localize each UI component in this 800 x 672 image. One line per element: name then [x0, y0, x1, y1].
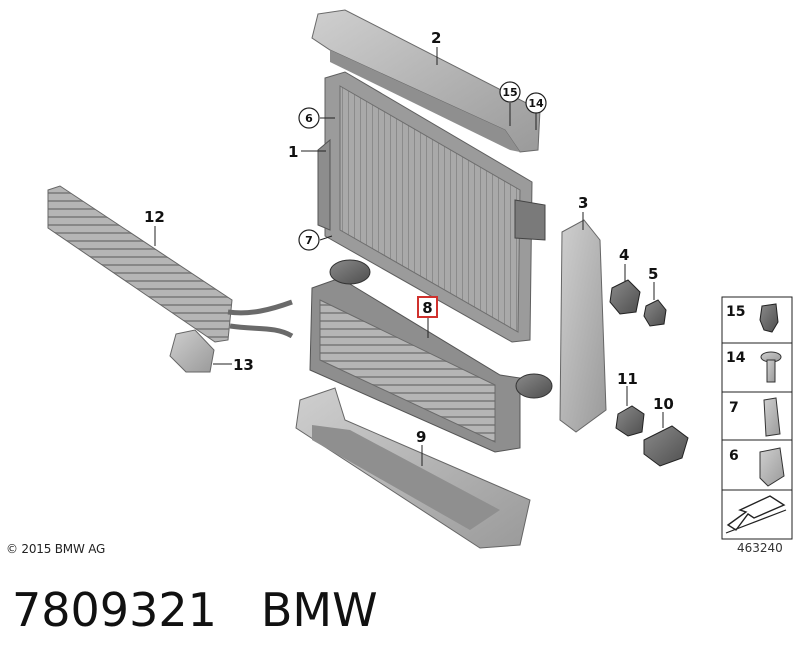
callout-1: 1 [288, 143, 298, 161]
small-parts-legend: 15 14 7 6 [721, 296, 793, 540]
callout-14: 14 [528, 97, 544, 110]
legend-row-15: 15 [726, 303, 779, 333]
part-9-lower-guide [295, 387, 531, 549]
copyright-notice: © 2015 BMW AG [6, 542, 106, 556]
legend-row-14: 14 [726, 350, 782, 383]
diagram-id: 463240 [737, 541, 783, 555]
leader-lines [154, 47, 664, 466]
legend-row-6: 6 [729, 447, 785, 487]
callout-4: 4 [619, 246, 629, 264]
callout-13: 13 [233, 356, 254, 374]
callout-7-circle: 7 [298, 229, 320, 251]
part-13-bracket [169, 329, 215, 373]
spring-clip-icon [763, 397, 781, 437]
screw-icon [760, 351, 782, 383]
callout-7: 7 [305, 234, 313, 247]
callout-6-circle: 6 [298, 107, 320, 129]
callout-8: 8 [422, 299, 432, 317]
callout-10: 10 [653, 395, 674, 413]
callout-12: 12 [144, 208, 165, 226]
part-5-rubber-mount [643, 299, 667, 327]
bracket-clip-icon [759, 447, 785, 487]
legend-label-6: 6 [729, 448, 739, 464]
callout-9: 9 [416, 428, 426, 446]
part-1-radiator [317, 71, 546, 343]
part-4-rubber-mount [609, 279, 641, 315]
callout-5: 5 [648, 265, 658, 283]
legend-row-7: 7 [729, 397, 781, 437]
legend-label-14: 14 [726, 350, 746, 366]
callout-15-circle: 15 [499, 81, 521, 103]
callout-11: 11 [617, 370, 638, 388]
part-11-rubber-mount [615, 405, 645, 437]
part-number: 7809321 [12, 583, 217, 637]
footer-caption: 7809321 BMW [12, 583, 378, 637]
part-8-intercooler [309, 259, 553, 453]
part-2-top-cover [311, 9, 541, 153]
direction-arrow-icon [725, 495, 787, 534]
callout-6: 6 [305, 112, 313, 125]
callout-3: 3 [578, 194, 588, 212]
part-3-side-bracket [559, 219, 607, 433]
legend-label-15: 15 [726, 304, 745, 320]
clip-nut-icon [759, 303, 779, 333]
callout-8-highlight: 8 [417, 296, 438, 318]
brand-name: BMW [260, 583, 378, 637]
legend-label-7: 7 [729, 400, 739, 416]
callout-15: 15 [502, 86, 517, 99]
callout-14-circle: 14 [525, 92, 547, 114]
callout-2: 2 [431, 29, 441, 47]
part-12-oil-cooler [47, 185, 294, 343]
part-10-rubber-mount [643, 425, 689, 467]
